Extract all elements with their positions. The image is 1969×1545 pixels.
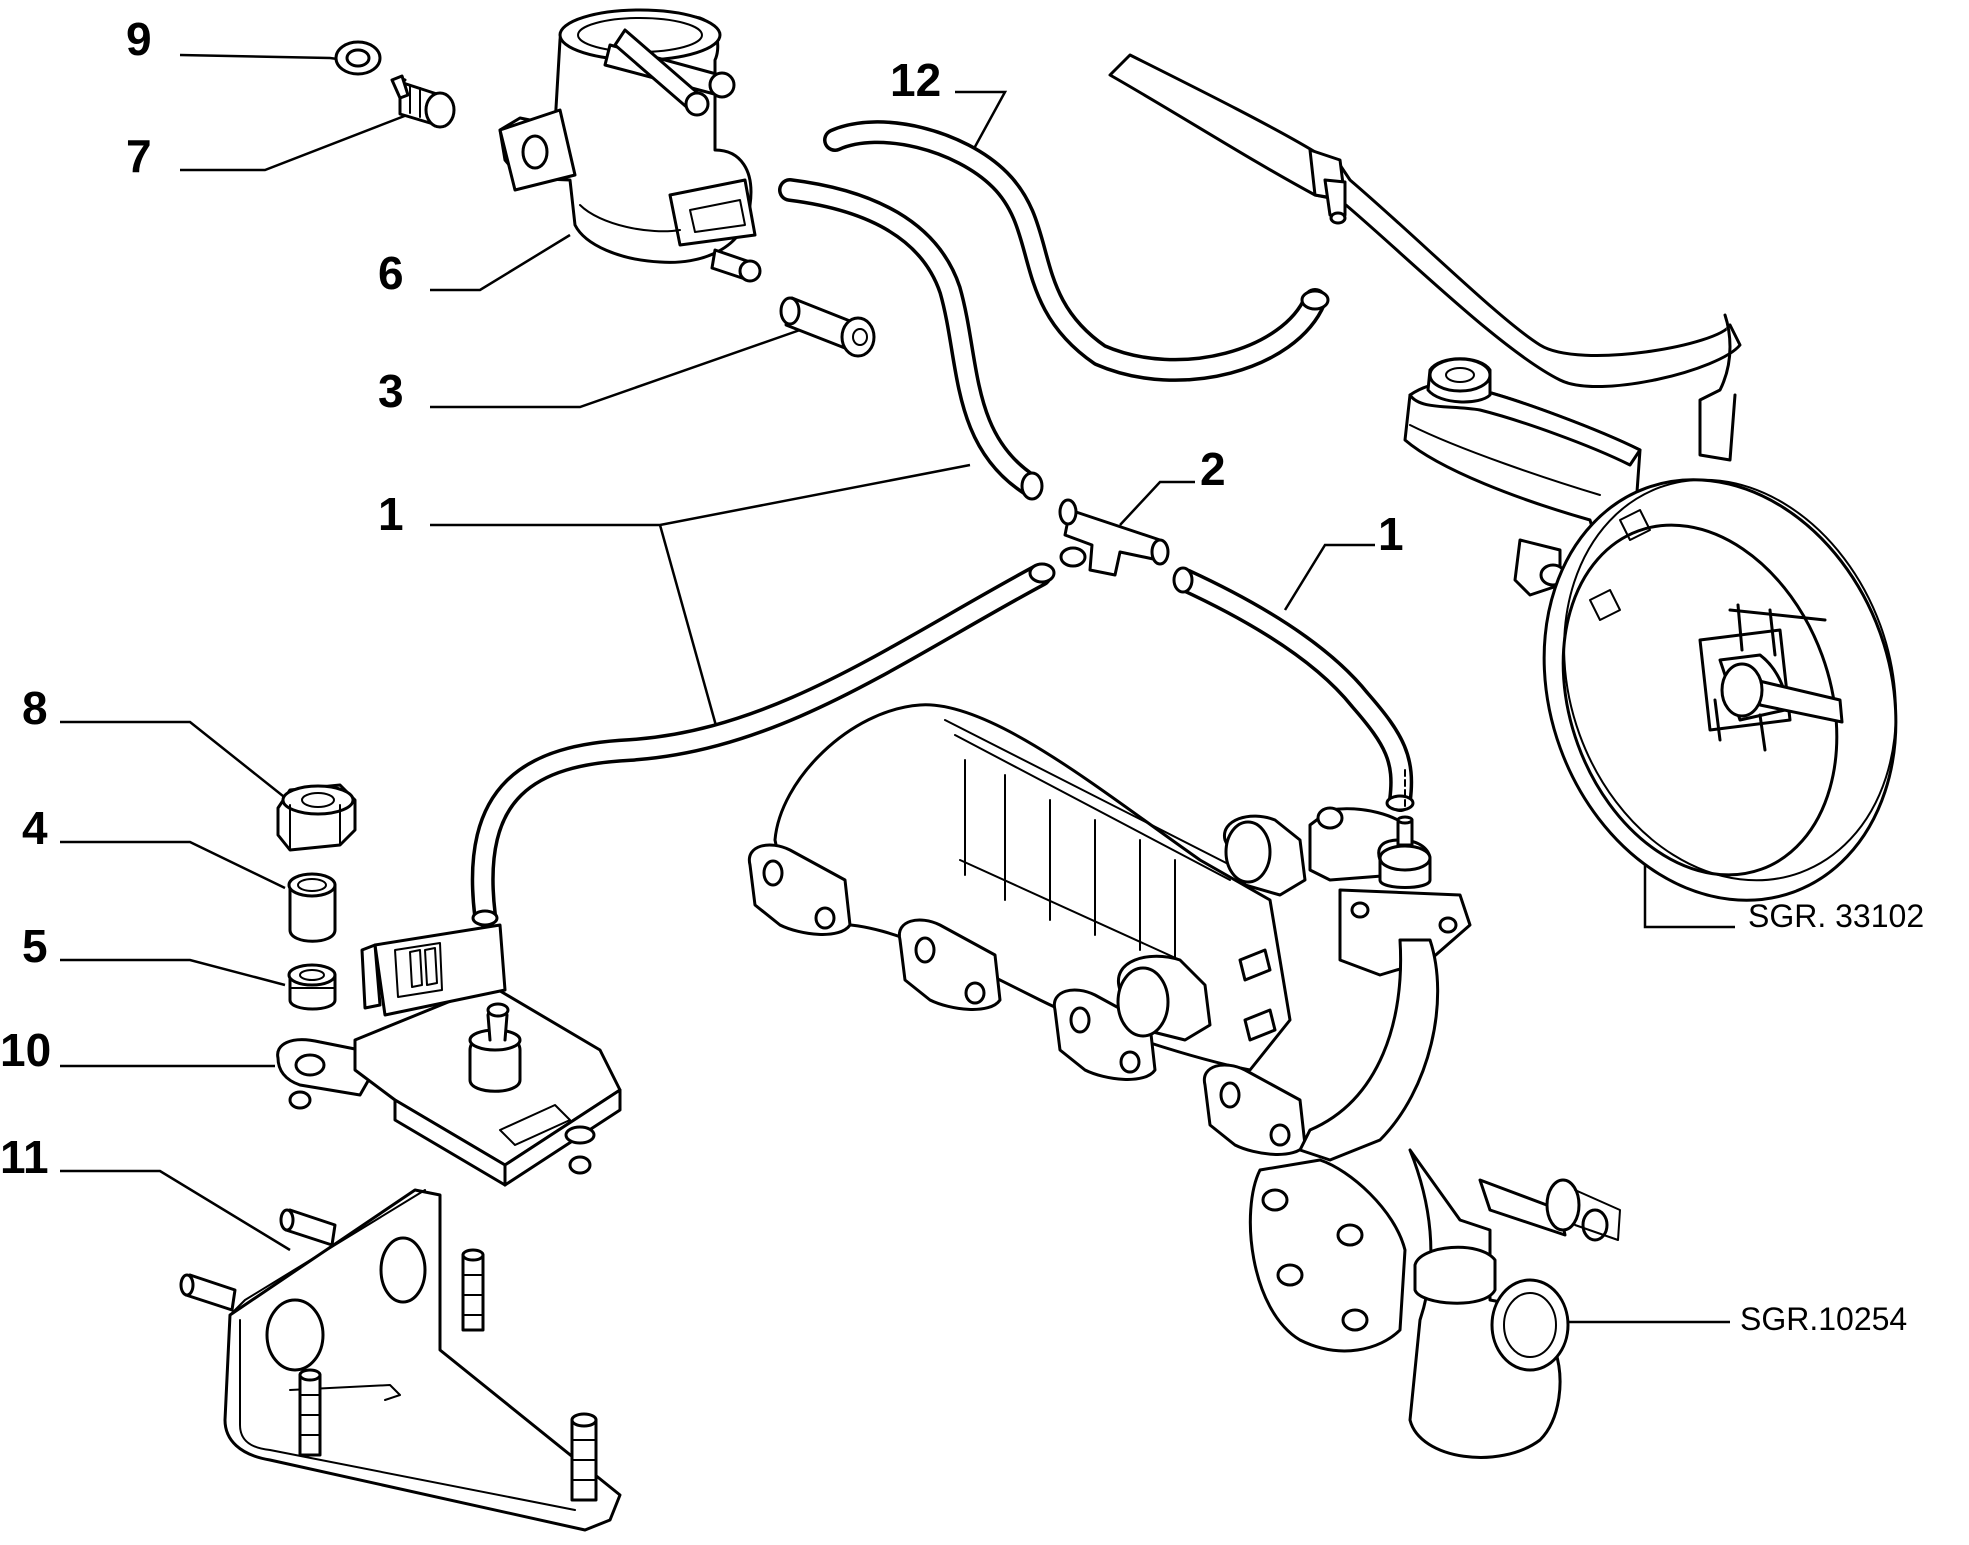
nut-part-8 bbox=[276, 783, 357, 852]
leader-7 bbox=[180, 108, 421, 172]
leader-12 bbox=[955, 90, 1008, 166]
reference-exhaust-manifold: SGR.10254 bbox=[1740, 1301, 1907, 1337]
t-connector-part-2 bbox=[1058, 498, 1170, 577]
leader-1-left-b bbox=[658, 524, 722, 741]
reference-brake-booster: SGR. 33102 bbox=[1748, 898, 1924, 934]
leader-8 bbox=[60, 720, 289, 801]
leader-1-right bbox=[1283, 543, 1375, 611]
leader-2 bbox=[1119, 480, 1195, 526]
leader-1-left-a bbox=[430, 463, 971, 527]
grommet-part-5 bbox=[287, 963, 337, 1011]
callout-3: 3 bbox=[378, 365, 404, 417]
brake-booster bbox=[1403, 357, 1898, 902]
exhaust-manifold-assembly bbox=[747, 703, 1621, 1459]
callout-4: 4 bbox=[22, 802, 48, 854]
callout-9: 9 bbox=[126, 13, 152, 65]
leader-4 bbox=[60, 840, 286, 890]
hose-part-1-right bbox=[1173, 568, 1414, 812]
pressure-sensor-part-10 bbox=[276, 923, 622, 1187]
callout-8: 8 bbox=[22, 682, 48, 734]
callout-labels: 9 7 6 3 12 1 2 1 8 4 5 10 11 SGR. 33102 … bbox=[0, 13, 1924, 1337]
callout-7: 7 bbox=[126, 130, 152, 182]
vacuum-pipe-to-booster bbox=[1108, 53, 1742, 462]
callout-12: 12 bbox=[890, 54, 941, 106]
callout-5: 5 bbox=[22, 920, 48, 972]
vacuum-hoses bbox=[470, 120, 1415, 927]
leader-9 bbox=[179, 53, 346, 62]
washer-part-9 bbox=[334, 40, 382, 76]
callout-1-left: 1 bbox=[378, 488, 404, 540]
callout-6: 6 bbox=[378, 247, 404, 299]
callout-10: 10 bbox=[0, 1024, 51, 1076]
screw-part-3 bbox=[779, 296, 876, 358]
callout-1-right: 1 bbox=[1378, 508, 1404, 560]
leader-lines bbox=[60, 53, 1735, 1324]
leader-6 bbox=[430, 233, 571, 292]
leader-11 bbox=[60, 1169, 291, 1252]
solenoid-valve-part-6 bbox=[498, 8, 762, 283]
leader-3 bbox=[430, 328, 801, 409]
leader-5 bbox=[60, 958, 286, 987]
bolt-part-7 bbox=[390, 74, 456, 129]
bushing-part-4 bbox=[287, 872, 337, 943]
callout-2: 2 bbox=[1200, 443, 1226, 495]
mounting-bracket-part-11 bbox=[179, 1188, 622, 1532]
callout-11: 11 bbox=[0, 1131, 49, 1183]
